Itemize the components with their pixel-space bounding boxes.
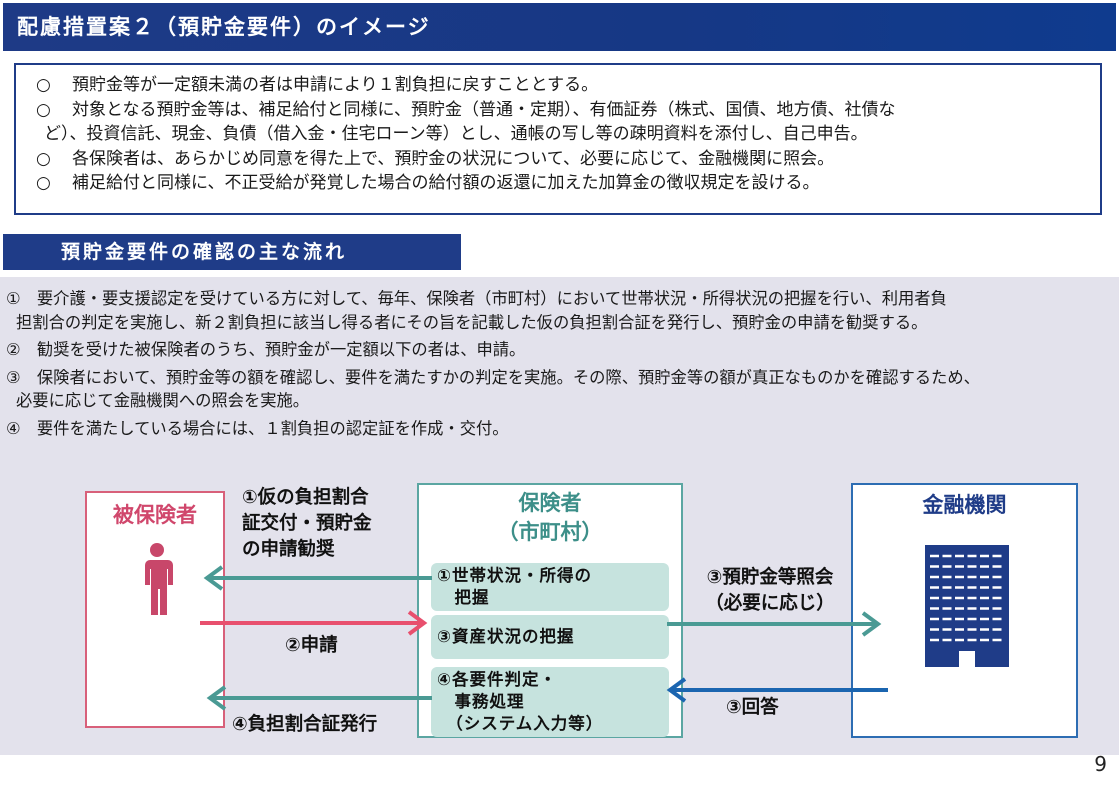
summary-item-continuation: ど）、投資信託、現金、負債（借入金・住宅ローン等）とし、通帳の写し等の疎明資料を…	[44, 124, 868, 144]
step-item-3: ③ 保険者において、預貯金等の額を確認し、要件を満たすかの判定を実施。その際、預…	[6, 367, 980, 411]
flow-label-response: ③回答	[726, 697, 779, 718]
insurer-title: 保険者 （市町村）	[497, 491, 603, 544]
circle-bullet-icon: ○	[36, 99, 51, 120]
page-title-bar: 配慮措置案２（預貯金要件）のイメージ	[3, 3, 1116, 51]
arrow-right-icon	[200, 610, 428, 636]
flow-label-issue-certificate: ④負担割合証発行	[232, 714, 378, 735]
summary-item: ○対象となる預貯金等は、補足給付と同様に、預貯金（普通・定期）、有価証券（株式、…	[36, 98, 1090, 123]
task-household-income: ①世帯状況・所得の 把握	[431, 563, 669, 611]
building-icon	[925, 545, 1009, 667]
flow-area: ① 要介護・要支援認定を受けている方に対して、毎年、保険者（市町村）において世帯…	[0, 277, 1119, 755]
circle-bullet-icon: ○	[36, 173, 51, 193]
person-icon	[145, 543, 173, 615]
flow-label-issue-provisional: ①仮の負担割合 証交付・預貯金 の申請勧奨	[242, 487, 372, 560]
insured-person-box: 被保険者	[85, 491, 225, 728]
step-list: ① 要介護・要支援認定を受けている方に対して、毎年、保険者（市町村）において世帯…	[6, 287, 1114, 444]
summary-item: ○各保険者は、あらかじめ同意を得た上で、預貯金の状況について、必要に応じて、金融…	[36, 147, 1090, 172]
flow-label-application: ②申請	[285, 635, 338, 656]
task-asset-status: ③資産状況の把握	[431, 615, 669, 659]
page-title: 配慮措置案２（預貯金要件）のイメージ	[17, 15, 431, 39]
page-number: 9	[1094, 752, 1107, 776]
step-item-4: ④ 要件を満たしている場合には、１割負担の認定証を作成・交付。	[6, 418, 509, 438]
summary-box: ○預貯金等が一定額未満の者は申請により１割負担に戻すこととする。 ○対象となる預…	[14, 63, 1102, 215]
summary-item: ○補足給付と同様に、不正受給が発覚した場合の給付額の返還に加えた加算金の徴収規定…	[36, 171, 1090, 196]
task-judgement-processing: ④各要件判定・ 事務処理 （システム入力等）	[431, 667, 669, 737]
circle-bullet-icon: ○	[36, 75, 51, 95]
arrow-left-icon	[206, 685, 432, 711]
financial-institution-box: 金融機関	[851, 483, 1078, 738]
flow-label-inquiry: ③預貯金等照会 （必要に応じ）	[705, 567, 835, 614]
step-item-1: ① 要介護・要支援認定を受けている方に対して、毎年、保険者（市町村）において世帯…	[6, 289, 947, 332]
financial-institution-title: 金融機関	[922, 493, 1007, 517]
circle-bullet-icon: ○	[36, 148, 51, 169]
insurer-box: 保険者 （市町村） ①世帯状況・所得の 把握 ③資産状況の把握 ④各要件判定・ …	[417, 483, 683, 738]
summary-item: ○預貯金等が一定額未満の者は申請により１割負担に戻すこととする。	[36, 73, 1090, 98]
step-item-2: ② 勧奨を受けた被保険者のうち、預貯金が一定額以下の者は、申請。	[6, 340, 526, 359]
arrow-left-icon	[203, 565, 432, 591]
section-heading: 預貯金要件の確認の主な流れ	[3, 234, 461, 270]
insured-person-title: 被保険者	[113, 503, 197, 527]
